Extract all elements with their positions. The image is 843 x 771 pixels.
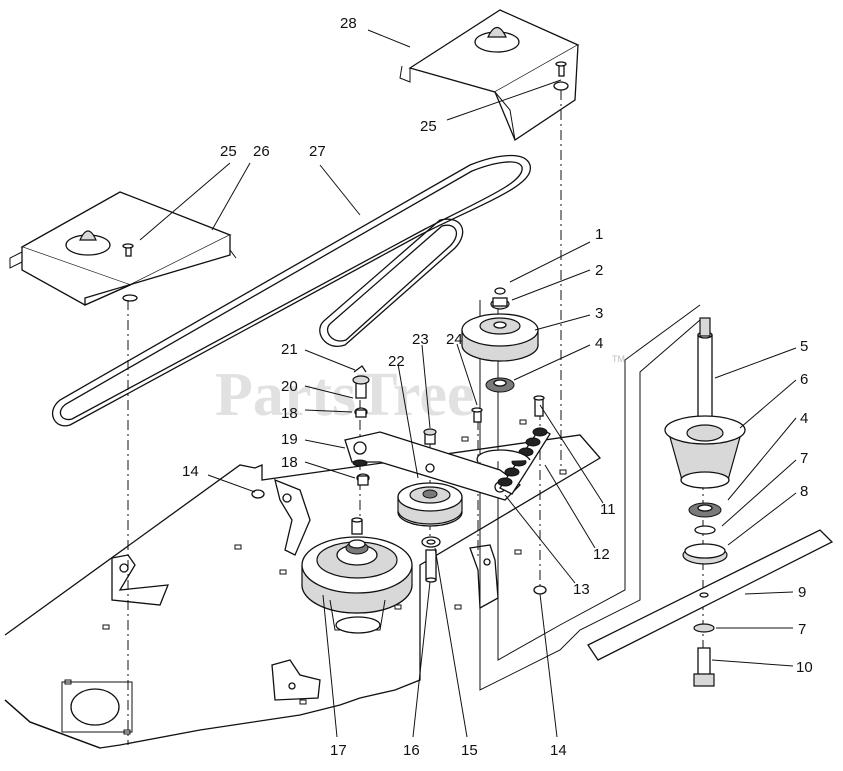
callout-18-upper: 18: [281, 405, 298, 422]
callout-24: 24: [446, 331, 463, 348]
callout-23: 23: [412, 331, 429, 348]
callout-4-top: 4: [595, 335, 603, 352]
callout-14-left: 14: [182, 463, 199, 480]
callout-15: 15: [461, 742, 478, 759]
callout-21: 21: [281, 341, 298, 358]
callout-10: 10: [796, 659, 813, 676]
callout-25-top: 25: [420, 118, 437, 135]
callout-4-right: 4: [800, 410, 808, 427]
callout-8: 8: [800, 483, 808, 500]
callout-18-lower: 18: [281, 454, 298, 471]
drive-belts: [51, 154, 531, 427]
main-pulley: [301, 517, 413, 634]
callout-17: 17: [330, 742, 347, 759]
callout-7-upper: 7: [800, 450, 808, 467]
idler-hardware: [251, 365, 547, 595]
deck-frame-right: [479, 300, 701, 691]
leader-lines: [139, 29, 797, 738]
blade-spindle: [587, 317, 834, 687]
deck-brackets: [111, 478, 499, 701]
callout-6: 6: [800, 371, 808, 388]
callout-22: 22: [388, 353, 405, 370]
watermark: PartsTree TM: [215, 354, 625, 429]
idler-pulley: [397, 482, 463, 527]
idler-spring: [476, 427, 551, 495]
callout-13: 13: [573, 581, 590, 598]
deck-plate: [4, 419, 602, 749]
callout-14-bottom: 14: [550, 742, 567, 759]
belt-shield-left: [9, 191, 237, 307]
callout-11: 11: [600, 501, 616, 518]
callout-16: 16: [403, 742, 420, 759]
callout-1: 1: [595, 226, 603, 243]
callout-28: 28: [340, 15, 357, 32]
callout-labels: 28 25 25 26 27 1 2 3 4 5 6 4 7 8 9 7 10 …: [182, 15, 813, 759]
callout-25-left: 25: [220, 143, 237, 160]
callout-9: 9: [798, 584, 806, 601]
callout-12: 12: [593, 546, 610, 563]
spindle-pulley: [461, 287, 539, 393]
callout-3: 3: [595, 305, 603, 322]
callout-26: 26: [253, 143, 270, 160]
watermark-trademark: TM: [612, 354, 625, 364]
callout-7-lower: 7: [798, 621, 806, 638]
callout-2: 2: [595, 262, 603, 279]
callout-5: 5: [800, 338, 808, 355]
callout-19: 19: [281, 431, 298, 448]
belt-shield-top: [399, 9, 580, 141]
callout-20: 20: [281, 378, 298, 395]
callout-27: 27: [309, 143, 326, 160]
watermark-text: PartsTree: [215, 361, 474, 429]
